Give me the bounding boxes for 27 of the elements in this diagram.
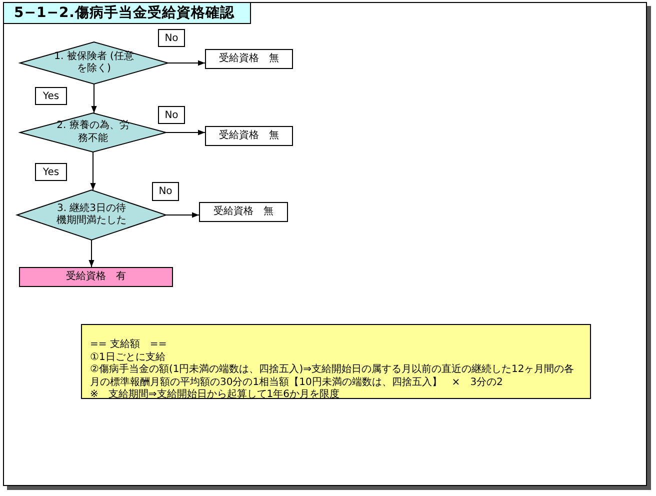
note-box [81, 324, 591, 399]
result-box [199, 202, 288, 222]
note-text: ②傷病手当金の額(1円未満の端数は、四捨五入)⇒支給開始日の属する月以前の直近の継続した12ヶ月間の各月の標準報酬月額の平均額の30分の1相当額【10円未満の端数は、四捨五入】 × 3分の2 [90, 364, 576, 388]
arrow [166, 130, 206, 136]
result-box [205, 126, 293, 146]
arrow [88, 240, 94, 268]
note-text: == 支給額 == [90, 339, 168, 352]
decision-diamond [20, 42, 168, 84]
result-text: 受給資格 無 [219, 52, 279, 66]
result-text: 受給資格 有 [66, 270, 126, 284]
edge-label: Yes [35, 87, 67, 105]
arrow [168, 60, 206, 66]
result-box [205, 49, 293, 69]
title: 5−1−2.傷病手当金受給資格確認 [3, 2, 251, 24]
result-text: 受給資格 無 [219, 130, 279, 142]
note-text: ①1日ごとに支給 [90, 352, 166, 364]
edge-label: No [158, 106, 185, 124]
arrow [90, 152, 96, 190]
edge-label: No [158, 29, 185, 47]
result-box [19, 267, 173, 287]
arrow [166, 212, 200, 218]
decision-diamond [20, 113, 166, 152]
edge-label: Yes [35, 163, 67, 181]
arrow [91, 84, 97, 114]
decision-text: 3. 継続3日の待機期間満たした [56, 202, 126, 228]
result-text: 受給資格 無 [214, 206, 274, 218]
edge-label: No [152, 182, 179, 201]
